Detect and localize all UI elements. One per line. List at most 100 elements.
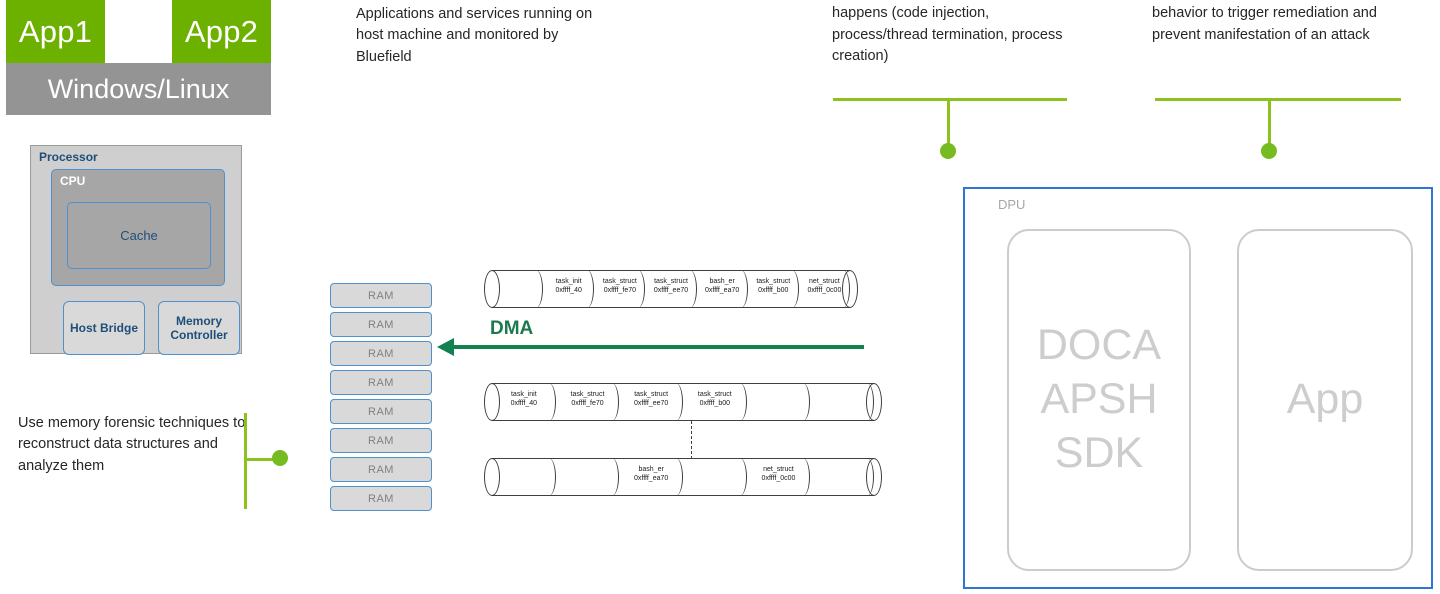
chain-cell-divider	[785, 270, 799, 308]
ram-cell: RAM	[330, 370, 432, 395]
chain-cell-divider	[796, 458, 811, 496]
connector-forensic-dot-icon	[272, 450, 288, 466]
chain-cell-divider	[542, 383, 556, 421]
chain-cell-address: 0xffff_ea70	[705, 287, 740, 295]
chain-cell-label: task_init 0xffff_40	[543, 277, 594, 296]
chain-cell-divider	[529, 270, 544, 308]
connector-administrator-dot-icon	[1261, 143, 1277, 159]
chain-cell-label: task_init 0xffff_40	[492, 390, 556, 409]
dpu-panel: DPU DOCA APSH SDK App	[963, 187, 1433, 589]
chain-cell-struct-name: bash_er	[638, 466, 664, 473]
ram-cell: RAM	[330, 428, 432, 453]
chain-cell-struct-name: task_struct	[570, 391, 605, 398]
memory-chain-data: bash_er 0xffff_ea70 net_struct 0xffff_0c00	[484, 458, 882, 496]
chain-cell-label: task_struct 0xffff_fe70	[556, 390, 620, 409]
ram-cell: RAM	[330, 283, 432, 308]
chain-cell-divider	[860, 383, 874, 421]
dpu-sdk-line-3: SDK	[1054, 428, 1144, 477]
cpu-title: CPU	[60, 174, 86, 188]
ram-cell: RAM	[330, 312, 432, 337]
chain-cell-address: 0xffff_fe70	[571, 400, 604, 408]
chain-cell-address: 0xffff_0c00	[761, 475, 796, 483]
chain-cell-divider	[669, 458, 683, 496]
chain-cell-struct-name: net_struct	[809, 278, 840, 285]
chain-cell-divider	[796, 383, 811, 421]
chain-cell-divider	[733, 383, 747, 421]
chain-body	[492, 383, 874, 421]
chain-cell-struct-name: task_init	[555, 278, 582, 285]
chain-body	[492, 270, 850, 308]
chain-cell-label: task_struct 0xffff_fe70	[594, 277, 645, 296]
chain-cell-label: net_struct 0xffff_0c00	[747, 465, 811, 484]
dpu-doca-apsh-sdk-block: DOCA APSH SDK	[1007, 229, 1191, 571]
callout-hypervisor: hypervisor, VMs, when a critical event h…	[832, 5, 1063, 64]
connector-hypervisor-vertical	[947, 98, 950, 146]
chain-cell-label: bash_er 0xffff_ea70	[619, 465, 683, 484]
chain-cell-label: net_struct 0xffff_0c00	[799, 277, 850, 296]
processor-title: Processor	[39, 150, 98, 164]
cache-block: Cache	[67, 202, 211, 269]
chain-cell-struct-name: net_struct	[763, 466, 794, 473]
host-app2-block: App2	[172, 0, 271, 63]
chain-cell-address: 0xffff_b00	[699, 400, 731, 408]
ram-cell: RAM	[330, 457, 432, 482]
host-os-label: Windows/Linux	[47, 73, 230, 104]
chain-cap-left-icon	[484, 383, 500, 421]
chain-cell-struct-name: bash_er	[709, 278, 735, 285]
dpu-app-label: App	[1286, 375, 1364, 424]
dma-arrow-head-icon	[437, 338, 454, 356]
chain-cell-struct-name: task_struct	[756, 278, 791, 285]
chain-cell-address: 0xffff_40	[510, 400, 538, 408]
chain-cap-left-icon	[484, 270, 500, 308]
chain-cell-label: task_struct 0xffff_ee70	[619, 390, 683, 409]
chain-cap-left-icon	[484, 458, 500, 496]
memory-chain-host: task_init 0xffff_40 task_struct 0xffff_fe70…	[484, 270, 858, 308]
chain-cell-label: task_struct 0xffff_b00	[683, 390, 747, 409]
chain-cell-divider	[683, 270, 697, 308]
ram-cell: RAM	[330, 341, 432, 366]
connector-hypervisor-dot-icon	[940, 143, 956, 159]
chain-cell-label: task_struct 0xffff_b00	[748, 277, 799, 296]
chain-cell-divider	[734, 270, 748, 308]
chain-cell-divider	[580, 270, 595, 308]
chain-cell-divider	[860, 458, 874, 496]
chain-cell-divider	[605, 458, 620, 496]
chain-cell-address: 0xffff_40	[555, 287, 582, 295]
chain-cell-divider	[631, 270, 646, 308]
chain-cell-label: task_struct 0xffff_ee70	[645, 277, 696, 296]
dpu-title: DPU	[998, 197, 1026, 212]
host-bridge-block: Host Bridge	[63, 301, 145, 355]
ram-cell: RAM	[330, 486, 432, 511]
chain-cell-struct-name: task_init	[510, 391, 537, 398]
chain-cell-struct-name: task_struct	[654, 278, 688, 285]
chain-cell-struct-name: task_struct	[602, 278, 637, 285]
callout-administrator: Administrator upon detection of bad beha…	[1152, 5, 1377, 43]
dpu-app-block: App	[1237, 229, 1413, 571]
chain-cell-address: 0xffff_ee70	[653, 287, 689, 295]
dma-label: DMA	[490, 318, 534, 339]
host-app2-label: App2	[184, 13, 259, 49]
chain-cell-label: bash_er 0xffff_ea70	[697, 277, 748, 296]
dpu-sdk-line-1: DOCA	[1036, 321, 1162, 370]
memory-controller-block: Memory Controller	[158, 301, 240, 355]
chain-cell-address: 0xffff_ee70	[634, 400, 669, 408]
ram-cell: RAM	[330, 399, 432, 424]
chain-cell-divider	[605, 383, 620, 421]
chain-link-dashed	[691, 421, 692, 459]
memory-chain-tasks: task_init 0xffff_40 task_struct 0xffff_fe70…	[484, 383, 882, 421]
chain-cell-address: 0xffff_ea70	[634, 475, 669, 483]
dpu-sdk-line-2: APSH	[1040, 375, 1158, 424]
chain-cell-address: 0xffff_0c00	[807, 287, 842, 295]
chain-body	[492, 458, 874, 496]
chain-cell-address: 0xffff_b00	[758, 287, 789, 295]
ram-stack: RAM RAM RAM RAM RAM RAM RAM RAM	[330, 283, 432, 515]
host-app1-label: App1	[18, 13, 93, 49]
host-os-bar: Windows/Linux	[6, 63, 271, 115]
chain-cell-divider	[542, 458, 556, 496]
chain-cell-address: 0xffff_fe70	[603, 287, 636, 295]
chain-cell-struct-name: task_struct	[697, 391, 732, 398]
cpu-block: CPU Cache	[51, 169, 225, 286]
host-app1-block: App1	[6, 0, 105, 63]
chain-cell-divider	[836, 270, 850, 308]
chain-cell-struct-name: task_struct	[634, 391, 669, 398]
